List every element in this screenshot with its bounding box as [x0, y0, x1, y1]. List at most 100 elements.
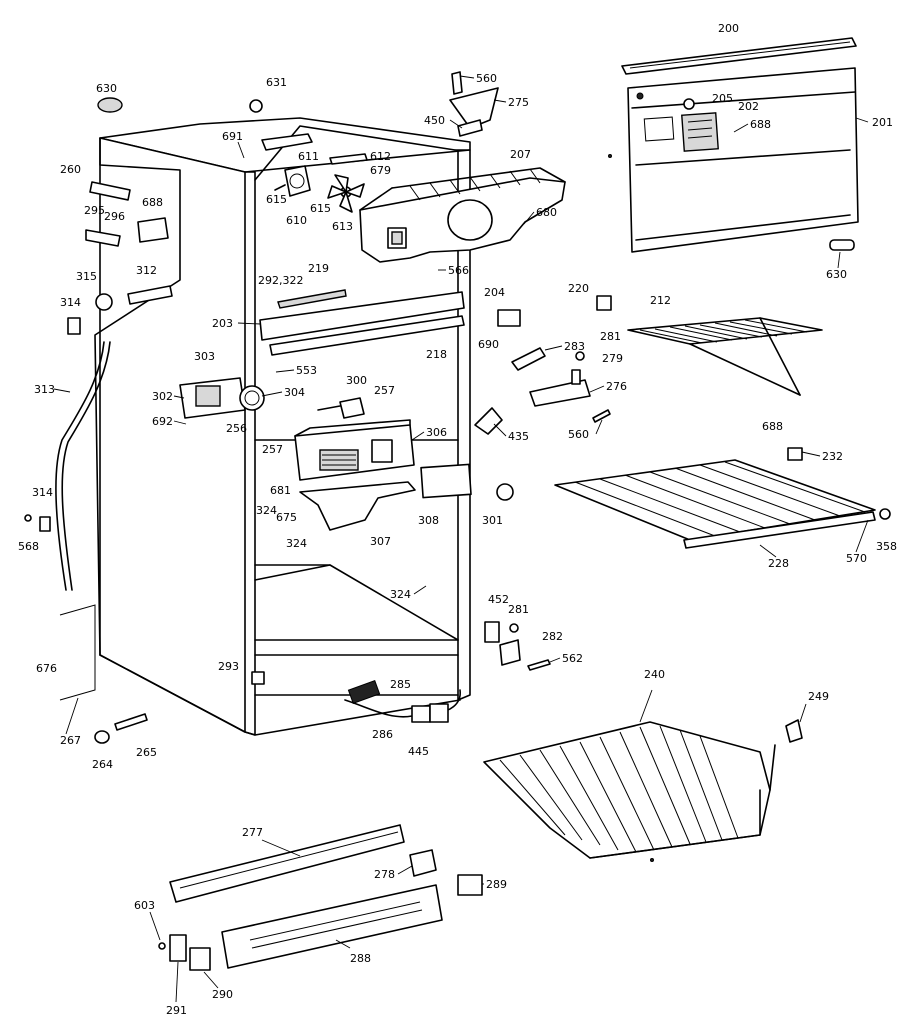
- leader-line: [759, 544, 777, 558]
- leader-line: [549, 657, 561, 663]
- part-450: [457, 119, 483, 137]
- part-label: 615: [310, 202, 331, 215]
- leader-line: [203, 971, 219, 989]
- part-label: 315: [76, 270, 97, 283]
- screw-562: [527, 659, 551, 671]
- leader-line: [149, 911, 161, 941]
- part-label: 681: [270, 484, 291, 497]
- part-label: 279: [602, 352, 623, 365]
- leader-line: [544, 345, 563, 351]
- part-312: [127, 285, 173, 305]
- part-label: 281: [600, 330, 621, 343]
- part-label: 203: [212, 317, 233, 330]
- part-label: 232: [822, 450, 843, 463]
- part-label: 285: [390, 678, 411, 691]
- part-label: 312: [136, 264, 157, 277]
- part-label: 257: [262, 443, 283, 456]
- part-label: 292,322: [258, 274, 304, 287]
- part-label: 560: [476, 72, 497, 85]
- part-290: [189, 947, 211, 971]
- part-label: 202: [738, 100, 759, 113]
- part-label: 290: [212, 988, 233, 1001]
- part-label: 293: [218, 660, 239, 673]
- part-label: 675: [276, 511, 297, 524]
- part-label: 288: [350, 952, 371, 965]
- part-label: 301: [482, 514, 503, 527]
- leader-line: [413, 585, 427, 595]
- leader-line: [237, 141, 245, 159]
- leader-line: [639, 689, 653, 723]
- cabinet: [94, 117, 471, 736]
- leader-line: [449, 119, 463, 129]
- part-283: [511, 347, 546, 371]
- part-label: 324: [390, 588, 411, 601]
- part-label: 220: [568, 282, 589, 295]
- leader-line: [855, 519, 869, 553]
- part-label: 452: [488, 593, 509, 606]
- part-label: 553: [296, 364, 317, 377]
- leader-line: [733, 123, 749, 133]
- part-label: 308: [418, 514, 439, 527]
- part-label: 286: [372, 728, 393, 741]
- part-314: [67, 317, 81, 335]
- leader-line: [589, 385, 605, 393]
- part-label: 205: [712, 92, 733, 105]
- part-label: 207: [510, 148, 531, 161]
- rail-218: [269, 315, 465, 356]
- thermostat: [179, 377, 265, 419]
- motor-bracket: [261, 133, 313, 151]
- part-label: 275: [508, 96, 529, 109]
- part-265: [114, 713, 148, 731]
- part-label: 450: [424, 114, 445, 127]
- dot: [650, 858, 654, 862]
- part-label: 611: [298, 150, 319, 163]
- leader-line: [275, 369, 295, 373]
- screw-560b: [592, 409, 611, 423]
- part-568: [24, 514, 32, 522]
- part-label: 313: [34, 383, 55, 396]
- leader-line: [261, 391, 283, 397]
- part-label: 314: [32, 486, 53, 499]
- part-label: 691: [222, 130, 243, 143]
- part-label: 615: [266, 193, 287, 206]
- leader-line: [799, 703, 807, 723]
- part-label: 435: [508, 430, 529, 443]
- part-label: 680: [536, 206, 557, 219]
- wiring-harness: [344, 679, 461, 723]
- leader-line: [411, 431, 425, 441]
- part-label: 260: [60, 163, 81, 176]
- leader-line: [855, 117, 869, 123]
- leader-line: [493, 99, 507, 103]
- leader-line: [493, 423, 507, 437]
- part-314b: [39, 516, 51, 532]
- leader-line: [335, 939, 351, 949]
- part-label: 276: [606, 380, 627, 393]
- part-278: [409, 849, 437, 877]
- part-label: 219: [308, 262, 329, 275]
- tube-260: [89, 181, 131, 201]
- rail-277: [169, 824, 405, 903]
- part-295: [85, 229, 121, 247]
- part-label: 289: [486, 878, 507, 891]
- part-label: 676: [36, 662, 57, 675]
- plate-308: [420, 463, 472, 499]
- part-label: 291: [166, 1004, 187, 1017]
- part-label: 300: [346, 374, 367, 387]
- part-315: [95, 293, 113, 311]
- part-label: 324: [286, 537, 307, 550]
- part-label: 282: [542, 630, 563, 643]
- block-296: [137, 217, 169, 243]
- part-label: 295: [84, 204, 105, 217]
- leader-line: [801, 451, 821, 457]
- part-label: 566: [448, 264, 469, 277]
- part-label: 218: [426, 348, 447, 361]
- shelf-228: [554, 459, 876, 549]
- bracket-612: [329, 153, 368, 165]
- rail-219: [277, 289, 347, 309]
- part-label: 200: [718, 22, 739, 35]
- part-label: 688: [750, 118, 771, 131]
- part-label: 267: [60, 734, 81, 747]
- drain-tube-313: [55, 341, 105, 591]
